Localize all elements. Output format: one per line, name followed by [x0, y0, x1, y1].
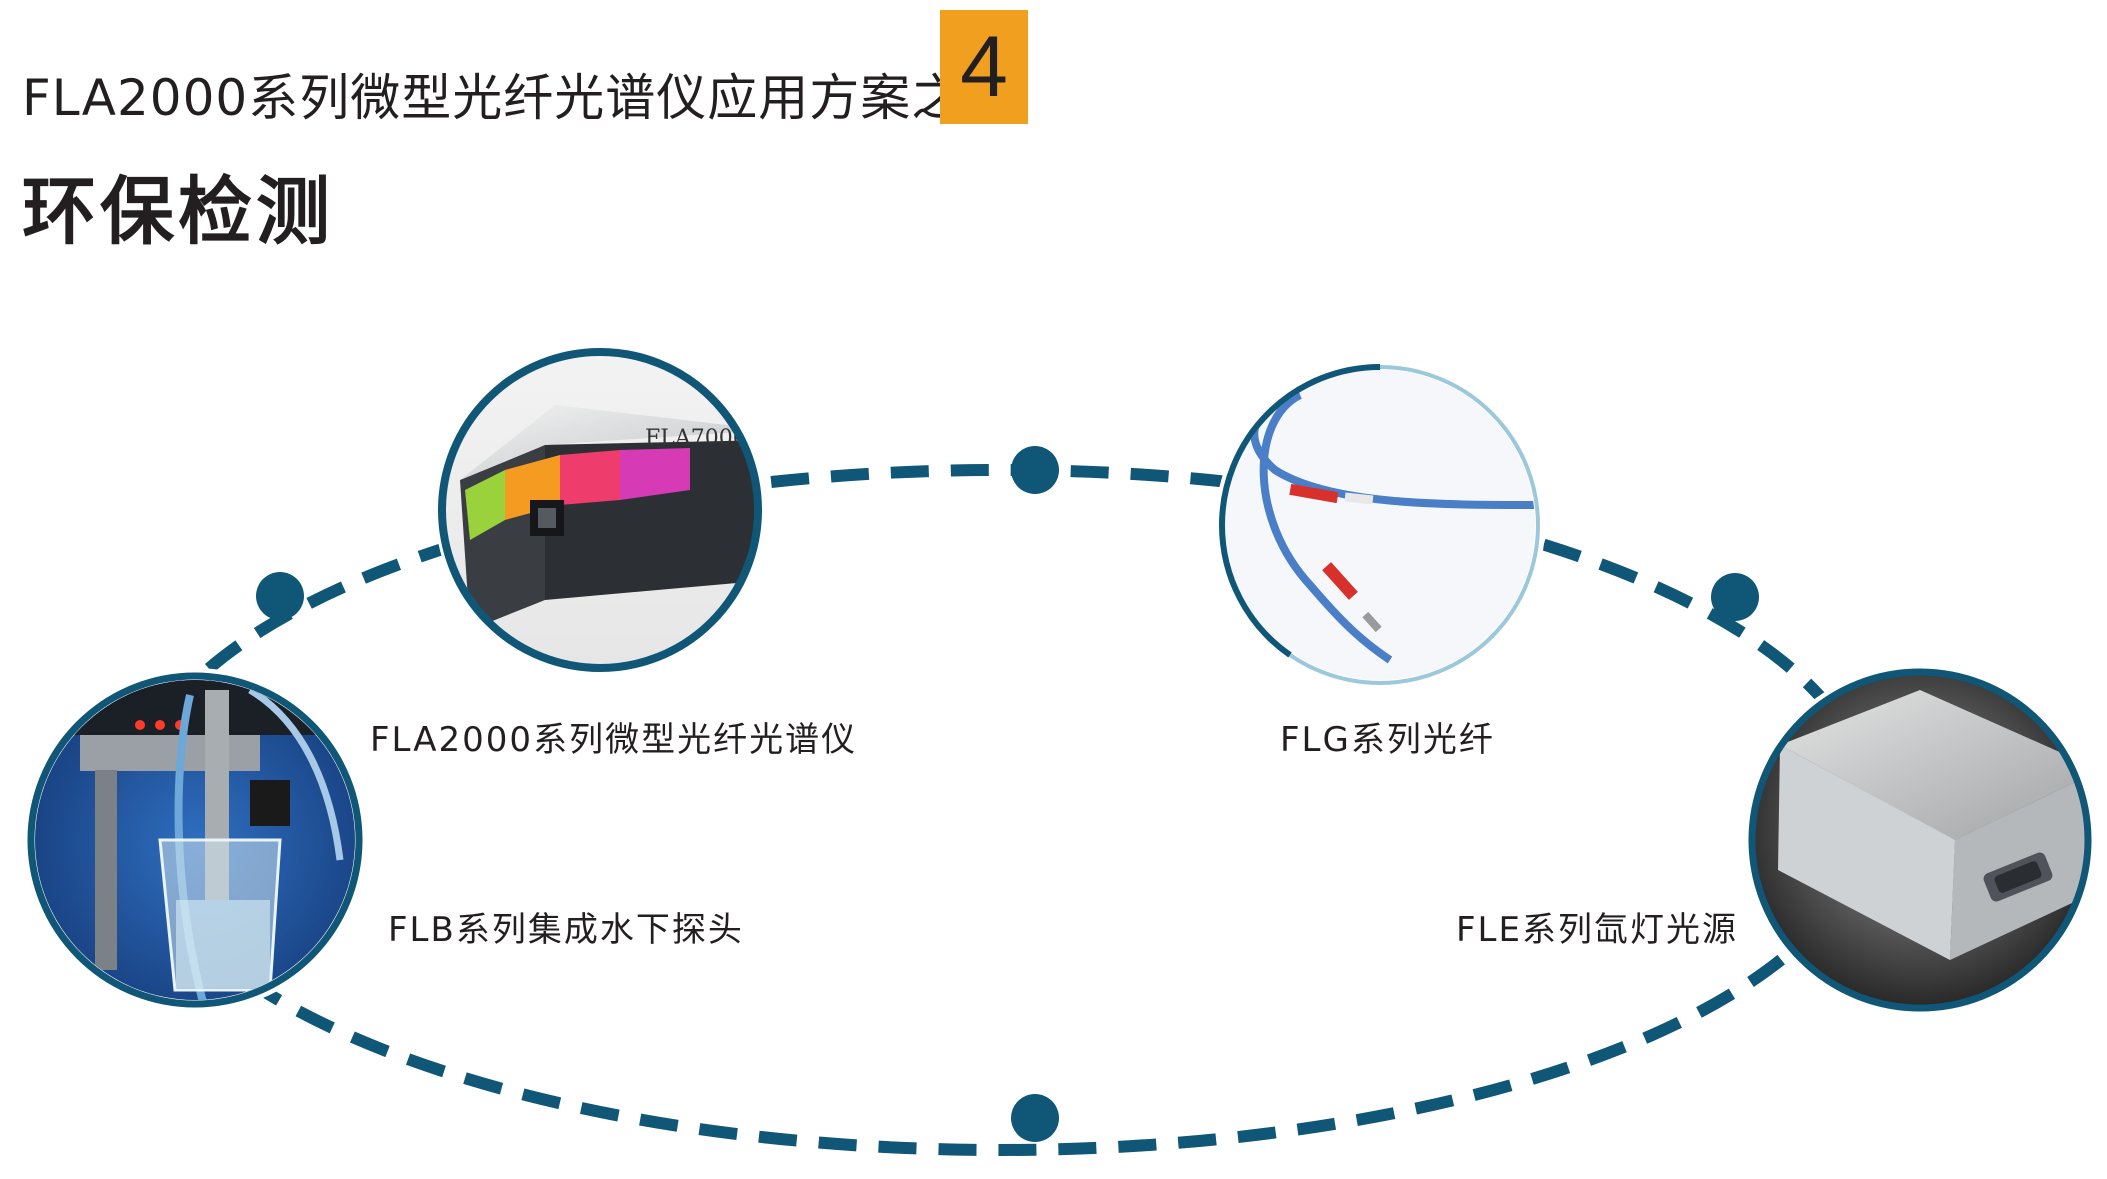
optical-fiber-node: [1215, 360, 1545, 690]
underwater-probe-node: [23, 668, 367, 1012]
cycle-ellipse: [124, 464, 1876, 1156]
solution-number-badge: 4: [940, 10, 1028, 124]
caption-underwater-probe: FLB系列集成水下探头: [388, 910, 744, 950]
page-title: 环保检测: [22, 169, 334, 255]
spectrometer-brand-label: FLA7000: [645, 426, 747, 451]
series-heading: FLA2000系列微型光纤光谱仪应用方案之: [22, 69, 963, 127]
xenon-light-source-node: [1744, 664, 2096, 1016]
caption-optical-fiber: FLG系列光纤: [1280, 720, 1495, 760]
xenon-light-source-photo: [1755, 675, 2085, 1005]
caption-xenon-light-source: FLE系列氙灯光源: [1456, 910, 1738, 950]
cycle-dot-bottom: [1011, 1094, 1059, 1142]
optical-fiber-photo: [1225, 370, 1535, 680]
caption-spectrometer: FLA2000系列微型光纤光谱仪: [370, 720, 858, 760]
cycle-dot-right: [1711, 573, 1759, 621]
cycle-dot-left: [256, 572, 304, 620]
spectrometer-photo: FLA7000: [445, 355, 755, 665]
spectrometer-node: FLA7000: [435, 345, 765, 675]
cycle-dot-top: [1011, 446, 1059, 494]
